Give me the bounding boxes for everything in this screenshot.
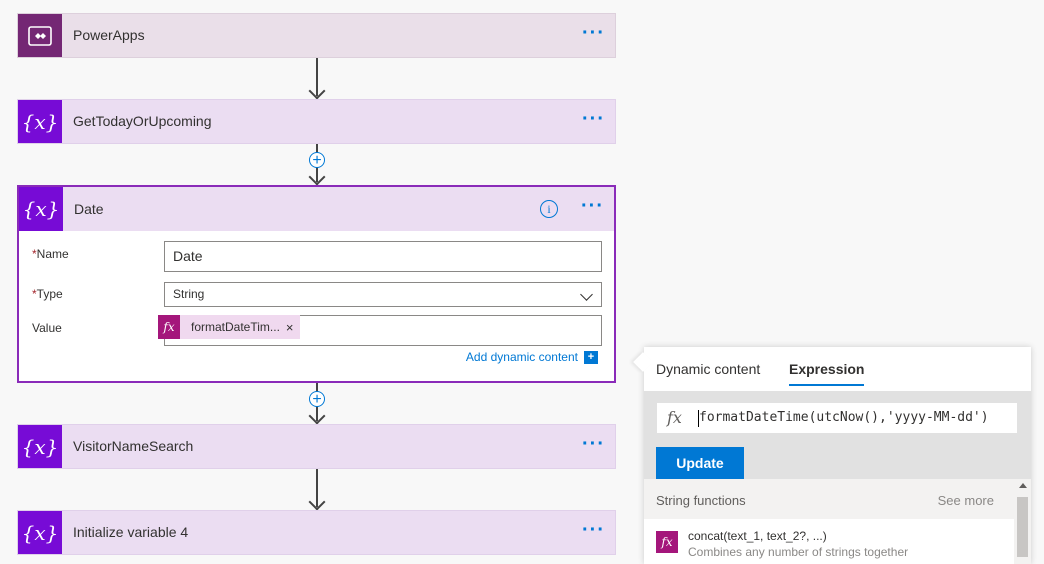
fx-icon: fx — [667, 408, 682, 427]
connector-arrow — [316, 58, 318, 96]
step-title: VisitorNameSearch — [73, 438, 194, 454]
powerapps-icon — [18, 14, 62, 57]
function-description: Combines any number of strings together — [688, 545, 909, 559]
step-title: Initialize variable 4 — [73, 524, 189, 540]
dynamic-content-panel: Dynamic content Expression fx formatDate… — [633, 347, 1031, 564]
variable-icon: {𝑥} — [18, 425, 62, 468]
tab-expression[interactable]: Expression — [789, 361, 865, 386]
token-label: formatDateTim... — [191, 320, 280, 334]
type-select[interactable]: String — [164, 282, 602, 307]
add-step-plus-icon[interactable]: + — [309, 152, 325, 169]
more-options-button[interactable]: ··· — [582, 22, 605, 44]
expression-text: formatDateTime(utcNow(),'yyyy-MM-dd') — [699, 410, 989, 425]
expression-token[interactable]: fx formatDateTim... × — [158, 315, 300, 339]
value-label: Value — [32, 321, 62, 335]
more-options-button[interactable]: ··· — [582, 433, 605, 455]
variable-icon: {𝑥} — [19, 187, 63, 231]
name-label: *Name — [32, 247, 69, 261]
name-field[interactable]: Date — [164, 241, 602, 272]
required-marker: * — [32, 247, 37, 261]
fx-icon: fx — [158, 315, 180, 339]
more-options-button[interactable]: ··· — [582, 108, 605, 130]
step-title: Date — [74, 201, 104, 217]
see-more-link[interactable]: See more — [937, 493, 994, 508]
arrowhead — [308, 168, 326, 186]
add-step-plus-icon[interactable]: + — [309, 391, 325, 408]
required-marker: * — [32, 287, 37, 301]
function-name: concat(text_1, text_2?, ...) — [688, 529, 827, 543]
chevron-down-icon — [580, 288, 593, 301]
connector-arrow — [316, 469, 318, 507]
variable-icon: {𝑥} — [18, 511, 62, 554]
info-icon[interactable]: i — [540, 200, 558, 218]
scrollbar[interactable] — [1014, 479, 1031, 564]
string-functions-header: String functions See more — [644, 479, 1014, 519]
type-label: *Type — [32, 287, 63, 301]
arrowhead — [308, 407, 326, 425]
step-visitor-name-search[interactable]: {𝑥} VisitorNameSearch ··· — [17, 424, 616, 469]
step-initialize-variable-4[interactable]: {𝑥} Initialize variable 4 ··· — [17, 510, 616, 555]
section-title: String functions — [656, 493, 746, 508]
tab-dynamic-content[interactable]: Dynamic content — [656, 361, 761, 377]
panel-caret — [633, 352, 653, 372]
update-button[interactable]: Update — [656, 447, 744, 479]
scroll-up-icon[interactable] — [1019, 483, 1027, 488]
fx-icon: fx — [656, 531, 678, 553]
expression-area: fx formatDateTime(utcNow(),'yyyy-MM-dd')… — [644, 391, 1031, 479]
add-dynamic-content-link[interactable]: Add dynamic content + — [466, 350, 598, 364]
text-cursor — [698, 410, 699, 427]
plus-icon: + — [584, 350, 598, 364]
scrollbar-thumb[interactable] — [1017, 497, 1028, 557]
arrowhead — [308, 493, 326, 511]
type-selected-value: String — [173, 287, 205, 301]
step-powerapps[interactable]: PowerApps ··· — [17, 13, 616, 58]
step-date-card: {𝑥} Date i ··· *Name Date *Type String V… — [17, 185, 616, 383]
arrowhead — [308, 82, 326, 100]
step-title: GetTodayOrUpcoming — [73, 113, 212, 129]
remove-token-close-icon[interactable]: × — [285, 319, 294, 335]
more-options-button[interactable]: ··· — [582, 519, 605, 541]
card-header[interactable]: {𝑥} Date i ··· — [19, 187, 614, 231]
step-title: PowerApps — [73, 27, 145, 43]
step-get-today-or-upcoming[interactable]: {𝑥} GetTodayOrUpcoming ··· — [17, 99, 616, 144]
more-options-button[interactable]: ··· — [581, 195, 604, 217]
variable-icon: {𝑥} — [18, 100, 62, 143]
expression-input[interactable]: fx formatDateTime(utcNow(),'yyyy-MM-dd') — [656, 402, 1018, 434]
